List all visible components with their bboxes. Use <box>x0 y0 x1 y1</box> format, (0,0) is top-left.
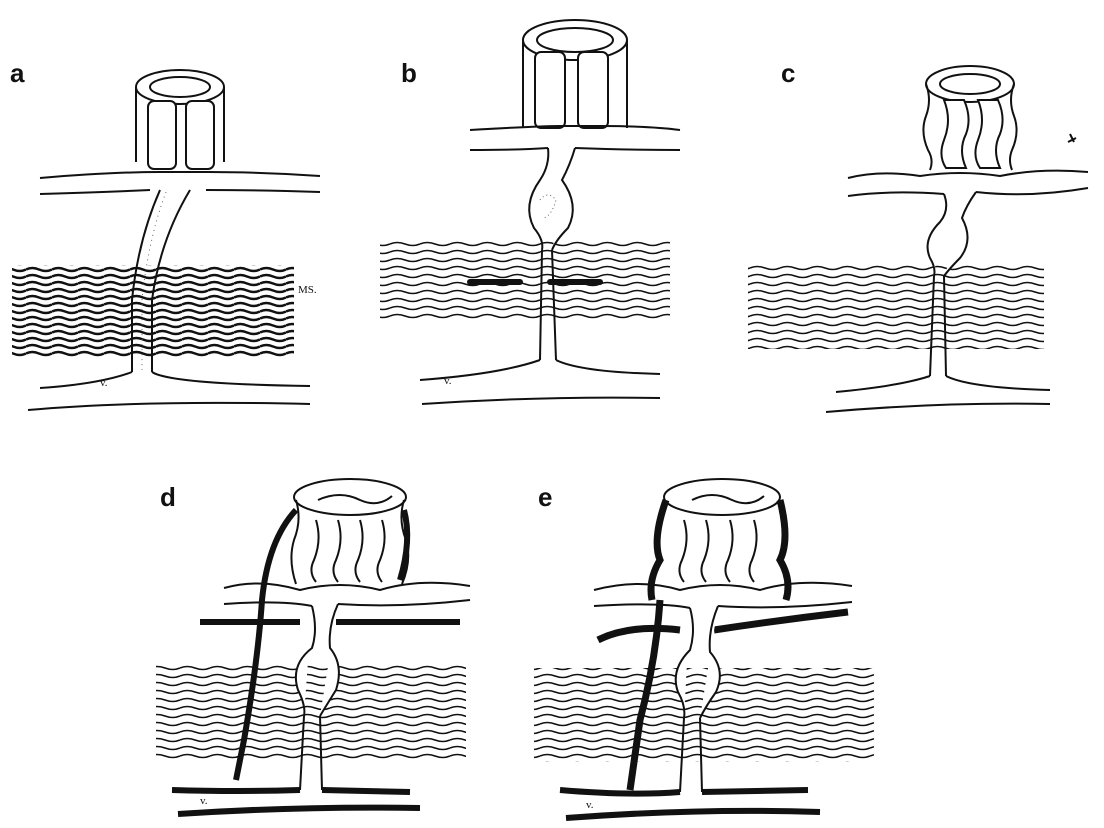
crypt-top-inner <box>150 77 210 97</box>
vein <box>420 360 660 404</box>
panel-d: v. <box>156 479 470 814</box>
panel-c <box>748 66 1088 412</box>
vein <box>172 790 420 814</box>
gland-1 <box>535 52 565 128</box>
submucosal-vessel <box>594 583 852 608</box>
muscle-layer <box>748 265 1044 349</box>
submucosal-vessel <box>40 172 320 194</box>
gland-2 <box>578 52 608 128</box>
muscle-layer <box>380 240 670 320</box>
vein <box>560 790 820 818</box>
crypt-top-inner <box>940 74 1000 94</box>
panel-e: v. <box>534 479 874 818</box>
muscle-layer <box>156 665 466 759</box>
crypt-top-inner <box>537 28 613 52</box>
submucosal-vessel <box>848 171 1088 196</box>
gland-2 <box>186 101 214 169</box>
label-v-e: v. <box>586 799 594 811</box>
venous-dilatation <box>928 192 976 276</box>
gland-1 <box>148 101 176 169</box>
panel-a: MS. v. <box>12 70 320 410</box>
label-v-a: v. <box>100 377 108 389</box>
submucosal-vessel <box>470 126 680 150</box>
venous-dilatation <box>529 148 575 250</box>
vein <box>826 376 1050 412</box>
black-vessel-horizontal <box>598 612 848 640</box>
label-ms: MS. <box>298 284 317 296</box>
gland-2 <box>975 100 1002 168</box>
label-v-d: v. <box>200 795 208 807</box>
gland-1 <box>941 100 968 168</box>
vein <box>28 372 310 410</box>
panel-b: v. <box>380 20 680 404</box>
muscle-layer <box>534 668 874 762</box>
label-v-b: v. <box>444 375 452 387</box>
